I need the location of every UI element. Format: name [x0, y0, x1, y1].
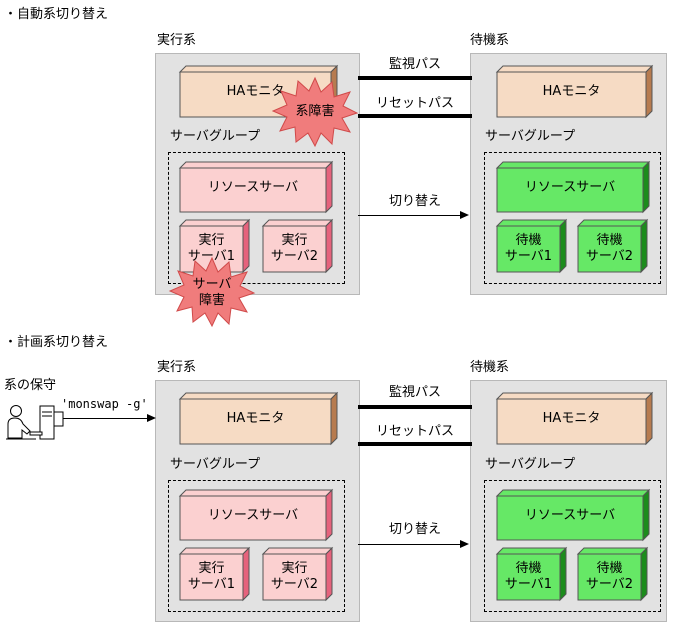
ha-monitor-box-standby-planned: [495, 391, 654, 446]
switchover-arrowhead: [460, 211, 469, 219]
reset-path-line: [358, 114, 472, 118]
server-group-label-planned: サーバグループ: [170, 457, 261, 472]
server-failure-label: サーバ 障害: [192, 277, 232, 308]
active-server-2-box-planned: [261, 546, 334, 602]
monswap-command: 'monswap -g': [61, 397, 148, 411]
standby-server-2-box-planned: [576, 546, 649, 602]
resource-server-box-standby-planned: [495, 488, 651, 542]
active-system-label: 実行系: [157, 33, 197, 48]
reset-path-label: リセットパス: [375, 96, 454, 111]
server-group-frame: [168, 152, 345, 284]
maintenance-label: 系の保守: [4, 378, 57, 393]
resource-server-label-standby-planned: リソースサーバ: [524, 508, 616, 523]
reset-path-line-planned: [358, 442, 472, 446]
ha-monitor-label-standby-planned: HAモニタ: [542, 411, 601, 426]
switchover-line: [358, 215, 460, 216]
resource-server-box-standby: [495, 160, 651, 214]
ha-monitor-label-standby: HAモニタ: [542, 84, 601, 99]
standby-server-2-label: 待機 サーバ2: [585, 233, 634, 264]
switchover-arrowhead-planned: [460, 540, 469, 548]
system-failure-label: 系障害: [295, 104, 335, 119]
operator-at-computer-icon: [6, 405, 64, 440]
server-group-frame-planned: [168, 480, 345, 612]
standby-server-1-box-planned: [495, 546, 568, 602]
resource-server-label-planned: リソースサーバ: [207, 508, 299, 523]
active-server-2-label: 実行 サーバ2: [270, 233, 319, 264]
active-server-1-label: 実行 サーバ1: [187, 233, 236, 264]
monitor-path-line-planned: [358, 405, 472, 409]
resource-server-box: [178, 160, 334, 214]
command-arrowhead: [147, 414, 156, 422]
system-failure-burst-icon: [272, 76, 358, 148]
active-server-2-label-planned: 実行 サーバ2: [270, 561, 319, 592]
monitor-path-line: [358, 76, 472, 80]
ha-monitor-label: HAモニタ: [226, 84, 285, 99]
ha-monitor-box-standby: [495, 64, 654, 119]
active-server-1-label-planned: 実行 サーバ1: [187, 561, 236, 592]
resource-server-box-planned: [178, 488, 334, 542]
server-group-frame-standby-planned: [484, 480, 661, 612]
standby-system-label: 待機系: [470, 33, 510, 48]
resource-server-label-standby: リソースサーバ: [524, 180, 616, 195]
standby-server-1-label-planned: 待機 サーバ1: [504, 561, 553, 592]
server-group-frame-standby: [484, 152, 661, 284]
resource-server-label: リソースサーバ: [207, 180, 299, 195]
switchover-line-planned: [358, 544, 460, 545]
section-title-auto: ・自動系切り替え: [4, 7, 109, 22]
switchover-label-planned: 切り替え: [388, 522, 441, 537]
command-arrow-line: [63, 418, 148, 419]
active-server-1-box-planned: [178, 546, 251, 602]
monitor-path-label: 監視パス: [388, 57, 441, 72]
switchover-label: 切り替え: [388, 194, 441, 209]
active-server-2-box: [261, 218, 334, 274]
server-group-label-standby: サーバグループ: [485, 129, 576, 144]
server-group-label: サーバグループ: [170, 129, 261, 144]
active-system-label-planned: 実行系: [157, 360, 197, 375]
standby-server-2-label-planned: 待機 サーバ2: [585, 561, 634, 592]
reset-path-label-planned: リセットパス: [375, 424, 454, 439]
standby-server-2-box: [576, 218, 649, 274]
ha-monitor-label-planned: HAモニタ: [226, 411, 285, 426]
server-group-label-standby-planned: サーバグループ: [485, 457, 576, 472]
standby-server-1-label: 待機 サーバ1: [504, 233, 553, 264]
standby-system-label-planned: 待機系: [470, 360, 510, 375]
server-failure-burst-icon: [168, 256, 256, 328]
standby-server-1-box: [495, 218, 568, 274]
ha-monitor-box-planned: [178, 391, 339, 446]
monitor-path-label-planned: 監視パス: [388, 385, 441, 400]
section-title-planned: ・計画系切り替え: [4, 335, 109, 350]
